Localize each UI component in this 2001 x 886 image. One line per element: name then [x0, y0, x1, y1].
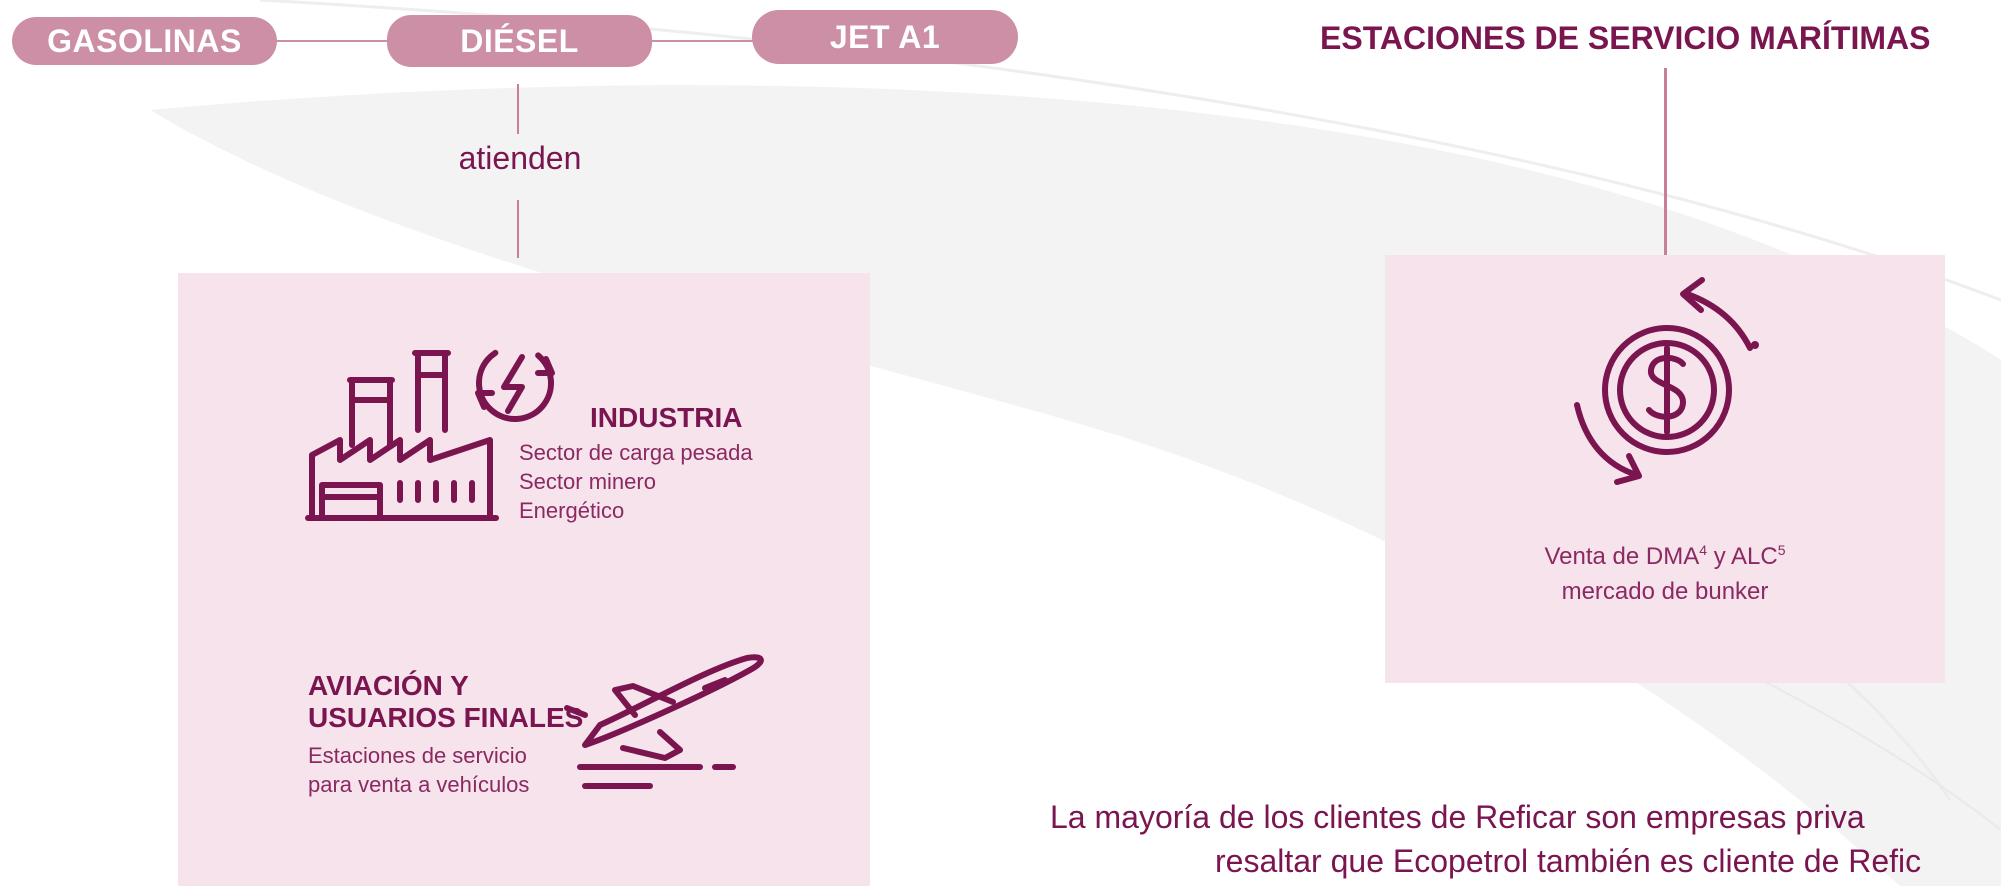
- connector-diesel-jet: [650, 40, 755, 42]
- footnote-4: 4: [1699, 542, 1708, 558]
- aviation-line-2: para venta a vehículos: [308, 772, 530, 797]
- footer-line-2: resaltar que Ecopetrol también es client…: [1215, 843, 1922, 879]
- footer-text: La mayoría de los clientes de Reficar so…: [1050, 795, 2001, 883]
- clients-panel: [178, 273, 870, 886]
- pill-gasolinas: GASOLINAS: [12, 17, 277, 65]
- connector-label: atienden: [458, 140, 582, 176]
- aviation-title: AVIACIÓN Y USUARIOS FINALES: [308, 670, 583, 734]
- pill-jet-a1: JET A1: [752, 10, 1018, 64]
- connector-maritime: [1664, 68, 1667, 256]
- industry-line-3: Energético: [519, 498, 625, 523]
- pill-jet-a1-label: JET A1: [829, 18, 941, 55]
- aviation-description: Estaciones de servicio para venta a vehí…: [308, 741, 529, 799]
- maritime-title: ESTACIONES DE SERVICIO MARÍTIMAS: [1320, 20, 1931, 56]
- industry-line-2: Sector minero: [519, 469, 656, 494]
- connector-bottom: [517, 200, 519, 258]
- aviation-title-line-1: AVIACIÓN Y: [308, 670, 469, 701]
- footer-line-1: La mayoría de los clientes de Reficar so…: [1050, 799, 1865, 835]
- maritime-line-1: Venta de DMA4 y ALC5: [1385, 533, 1945, 574]
- maritime-line-2: mercado de bunker: [1561, 578, 1769, 605]
- factory-icon: [305, 344, 555, 521]
- maritime-description: Venta de DMA4 y ALC5 mercado de bunker: [1385, 533, 1945, 609]
- pill-gasolinas-label: GASOLINAS: [47, 22, 242, 59]
- airplane-takeoff-icon: [564, 654, 764, 789]
- footnote-5: 5: [1777, 542, 1786, 558]
- pill-diesel-label: DIÉSEL: [460, 22, 579, 59]
- connector-top: [517, 84, 519, 134]
- industry-title: INDUSTRIA: [590, 402, 743, 433]
- money-exchange-icon: [1574, 277, 1759, 485]
- maritime-venta-mid: y ALC: [1707, 543, 1778, 570]
- industry-description: Sector de carga pesada Sector minero Ene…: [519, 438, 753, 525]
- pill-diesel: DIÉSEL: [387, 15, 652, 67]
- connector-gasolinas-diesel: [275, 40, 390, 42]
- maritime-venta-prefix: Venta de DMA: [1544, 543, 1700, 570]
- industry-line-1: Sector de carga pesada: [519, 440, 753, 465]
- aviation-title-line-2: USUARIOS FINALES: [308, 702, 584, 733]
- aviation-line-1: Estaciones de servicio: [308, 743, 527, 768]
